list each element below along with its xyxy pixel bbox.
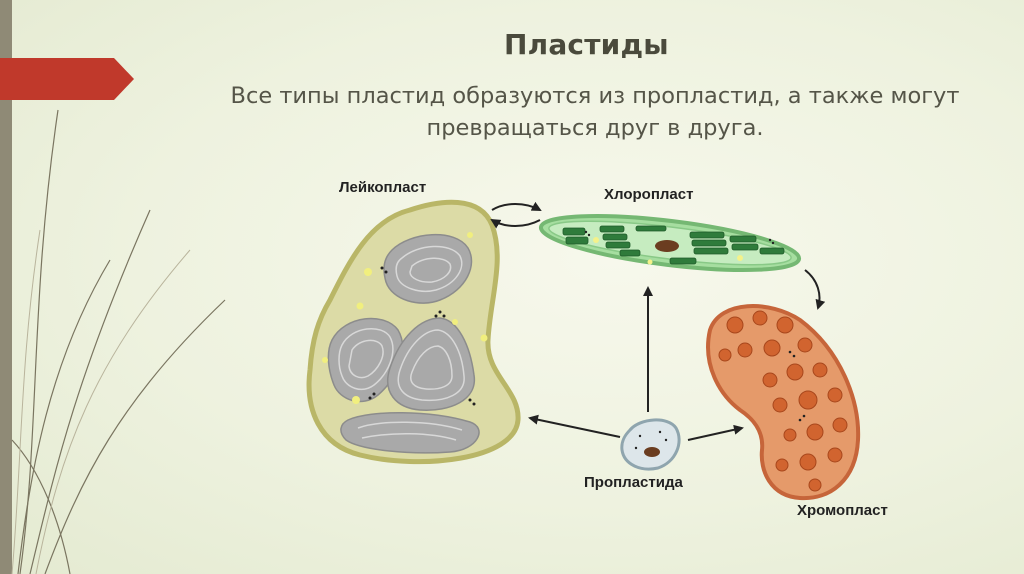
conversion-arrows (490, 201, 826, 441)
arrow-chloroplast-to-chromoplast (804, 269, 826, 310)
title-accent-flag (0, 58, 134, 100)
arrow-proplastid-to-leucoplast (528, 414, 621, 438)
arrow-leucoplast-to-chloroplast (491, 201, 542, 211)
label-chromoplast: Хромопласт (797, 502, 888, 519)
chloroplast-illustration (538, 214, 802, 272)
proplastid-illustration (620, 418, 681, 471)
label-chloroplast: Хлоропласт (604, 186, 693, 203)
decorative-grass-lines (11, 109, 226, 574)
left-accent-bar (0, 0, 12, 574)
label-proplastid: Пропластида (584, 474, 683, 491)
label-leucoplast: Лейкопласт (339, 179, 426, 196)
slide-title: Пластиды (504, 28, 669, 61)
arrow-chloroplast-to-leucoplast (490, 218, 541, 229)
arrow-proplastid-to-chromoplast (687, 424, 744, 441)
slide-subtitle: Все типы пластид образуются из пропласти… (230, 83, 960, 141)
chromoplast-illustration (706, 304, 861, 501)
leucoplast-illustration (306, 199, 521, 465)
